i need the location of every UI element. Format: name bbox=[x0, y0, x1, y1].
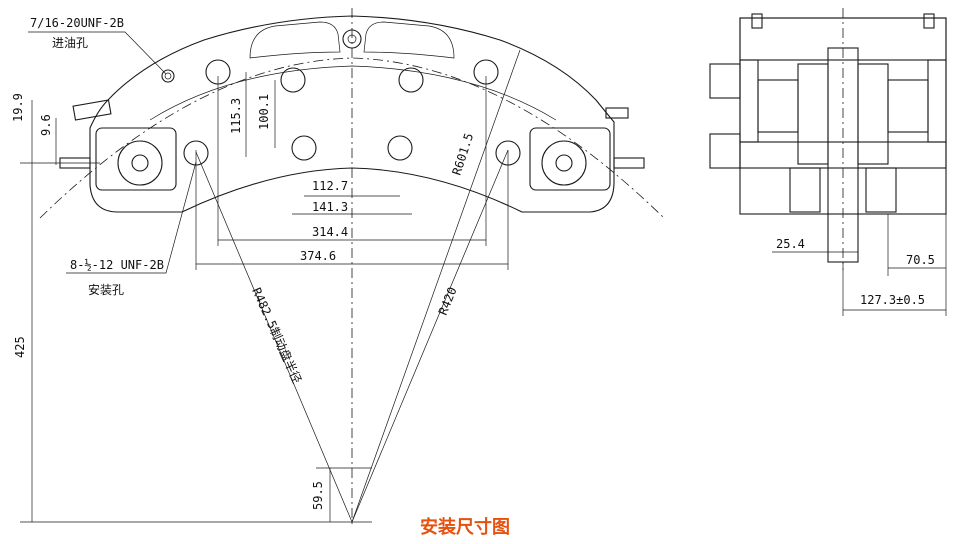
right-mount-boss bbox=[541, 140, 587, 186]
left-lug bbox=[95, 127, 177, 191]
mount-bolt-top bbox=[709, 63, 741, 99]
dim-141-3: 141.3 bbox=[312, 200, 348, 214]
piston-left bbox=[757, 79, 799, 133]
piston-hole bbox=[387, 135, 413, 161]
lower-block-right bbox=[865, 167, 897, 213]
oil-port-label: 进油孔 bbox=[52, 36, 88, 50]
disc-radius-arc bbox=[39, 57, 665, 219]
dim-25-4: 25.4 bbox=[776, 237, 805, 251]
inlet-fitting bbox=[72, 99, 112, 121]
radius-line-r482 bbox=[195, 151, 353, 523]
dim-115-3: 115.3 bbox=[229, 98, 243, 134]
dim-r601-5: R601.5 bbox=[450, 131, 477, 177]
section-right-wall bbox=[927, 59, 947, 143]
dim-127-3: 127.3±0.5 bbox=[860, 293, 925, 307]
mount-bolt-bottom bbox=[709, 133, 741, 169]
mount-hole-leader bbox=[66, 161, 197, 274]
oil-port-leader bbox=[28, 31, 167, 75]
left-mount-boss bbox=[117, 140, 163, 186]
right-lug bbox=[529, 127, 611, 191]
side-section-view: 25.4 70.5 127.3±0.5 bbox=[709, 8, 947, 316]
oil-port bbox=[161, 69, 175, 83]
dim-r420: R420 bbox=[436, 285, 460, 317]
section-fitting-left bbox=[751, 13, 763, 29]
dim-70-5: 70.5 bbox=[906, 253, 935, 267]
mount-holes-label: 安装孔 bbox=[88, 282, 124, 297]
section-fitting-right bbox=[923, 13, 935, 29]
lower-block-left bbox=[789, 167, 821, 213]
side-fitting-right bbox=[605, 107, 629, 119]
dim-100-1: 100.1 bbox=[257, 94, 271, 130]
dim-314-4: 314.4 bbox=[312, 225, 348, 239]
mount-holes-thread: 8-½-12 UNF-2B bbox=[70, 258, 164, 272]
caliper-body-outline bbox=[89, 15, 615, 213]
brake-pad-left bbox=[797, 63, 829, 165]
radius-line-r420 bbox=[351, 149, 509, 523]
piston-hole bbox=[280, 67, 306, 93]
oil-port-thread: 7/16-20UNF-2B bbox=[30, 16, 124, 30]
oil-port-inner bbox=[164, 72, 172, 80]
caliper-inner-arc bbox=[149, 65, 557, 121]
radius-line-r601 bbox=[351, 49, 521, 523]
dim-19-9: 19.9 bbox=[11, 93, 25, 122]
dim-r482-5: R482.5制动盘半径 bbox=[249, 285, 305, 386]
top-slot-right bbox=[363, 21, 455, 59]
front-view: 19.9 9.6 115.3 100.1 112.7 141.3 314.4 3… bbox=[11, 8, 665, 528]
dim-112-7: 112.7 bbox=[312, 179, 348, 193]
piston-right bbox=[887, 79, 929, 133]
bleed-screw-right bbox=[613, 157, 645, 169]
piston-hole bbox=[291, 135, 317, 161]
section-left-wall bbox=[739, 59, 759, 143]
dim-425: 425 bbox=[13, 336, 27, 358]
piston-hole bbox=[398, 67, 424, 93]
drawing-title: 安装尺寸图 bbox=[420, 516, 510, 538]
dim-374-6: 374.6 bbox=[300, 249, 336, 263]
left-mount-hole bbox=[131, 154, 149, 172]
dim-59-5: 59.5 bbox=[311, 481, 325, 510]
brake-pad-right bbox=[857, 63, 889, 165]
top-slot-left bbox=[249, 21, 341, 59]
right-mount-hole bbox=[555, 154, 573, 172]
dim-9-6: 9.6 bbox=[39, 114, 53, 136]
